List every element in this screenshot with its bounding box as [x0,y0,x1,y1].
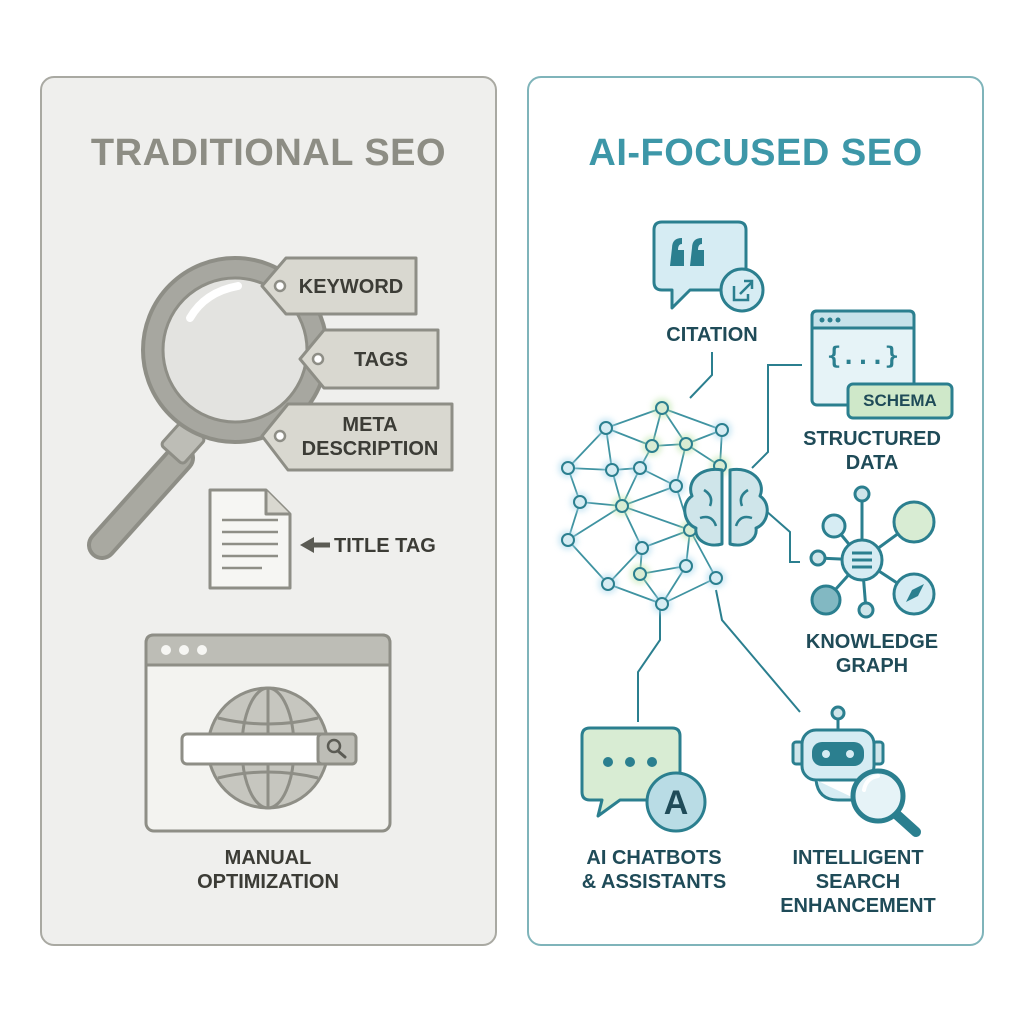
connector-lines [637,352,802,722]
brain-icon [683,467,769,547]
intelligent-search-label-line3: ENHANCEMENT [780,895,936,917]
network-node [633,567,647,581]
search-bar-icon [180,732,358,766]
network-node [601,577,615,591]
citation-label: CITATION [666,324,758,346]
network-node [645,439,659,453]
external-link-icon [719,267,765,313]
network-node [615,499,629,513]
meta-description-tag [260,402,454,472]
tags-tag [298,328,440,390]
network-node [669,479,683,493]
arrow-left-icon [300,537,330,553]
network-node [715,423,729,437]
schema-code-text: {...} [826,342,900,370]
intelligent-search-label-line1: INTELLIGENT [792,847,924,869]
tags-label: TAGS [353,349,409,371]
network-node [679,437,693,451]
title-tag-label: TITLE TAG [334,535,436,557]
network-node [561,461,575,475]
structured-data-label-line2: DATA [845,452,899,474]
compass-icon [892,572,936,616]
network-edge [567,505,623,541]
ai-seo-title: AI-FOCUSED SEO [588,132,923,174]
knowledge-graph-label-line1: KNOWLEDGE [805,631,939,653]
network-edge [621,505,691,531]
meta-label-line2: DESCRIPTION [301,438,439,460]
network-node [573,495,587,509]
network-node [655,597,669,611]
network-node [561,533,575,547]
code-window-icon [810,309,916,407]
assistant-letter: A [663,784,689,822]
keyword-label: KEYWORD [298,276,404,298]
network-node [633,461,647,475]
meta-label-line1: META [342,414,398,436]
network-edge [661,407,723,431]
search-magnifier-icon [850,768,921,837]
chatbots-label-line2: & ASSISTANTS [581,871,727,893]
network-node [605,463,619,477]
assistant-badge-icon [645,771,707,833]
network-node [655,401,669,415]
schema-badge [846,382,954,420]
network-node [599,421,613,435]
manual-label-line1: MANUAL [224,847,312,869]
network-node [635,541,649,555]
chatbots-label-line1: AI CHATBOTS [586,847,722,869]
schema-label: SCHEMA [863,391,937,410]
keyword-tag [260,256,418,316]
document-icon [208,488,292,590]
intelligent-search-label-line2: SEARCH [815,871,901,893]
robot-icon [791,705,885,802]
knowledge-graph-label-line2: GRAPH [835,655,909,677]
manual-label-line2: OPTIMIZATION [197,871,339,893]
network-node [679,559,693,573]
structured-data-label-line1: STRUCTURED [803,428,941,450]
traditional-seo-title: TRADITIONAL SEO [90,132,447,174]
network-node [709,571,723,585]
